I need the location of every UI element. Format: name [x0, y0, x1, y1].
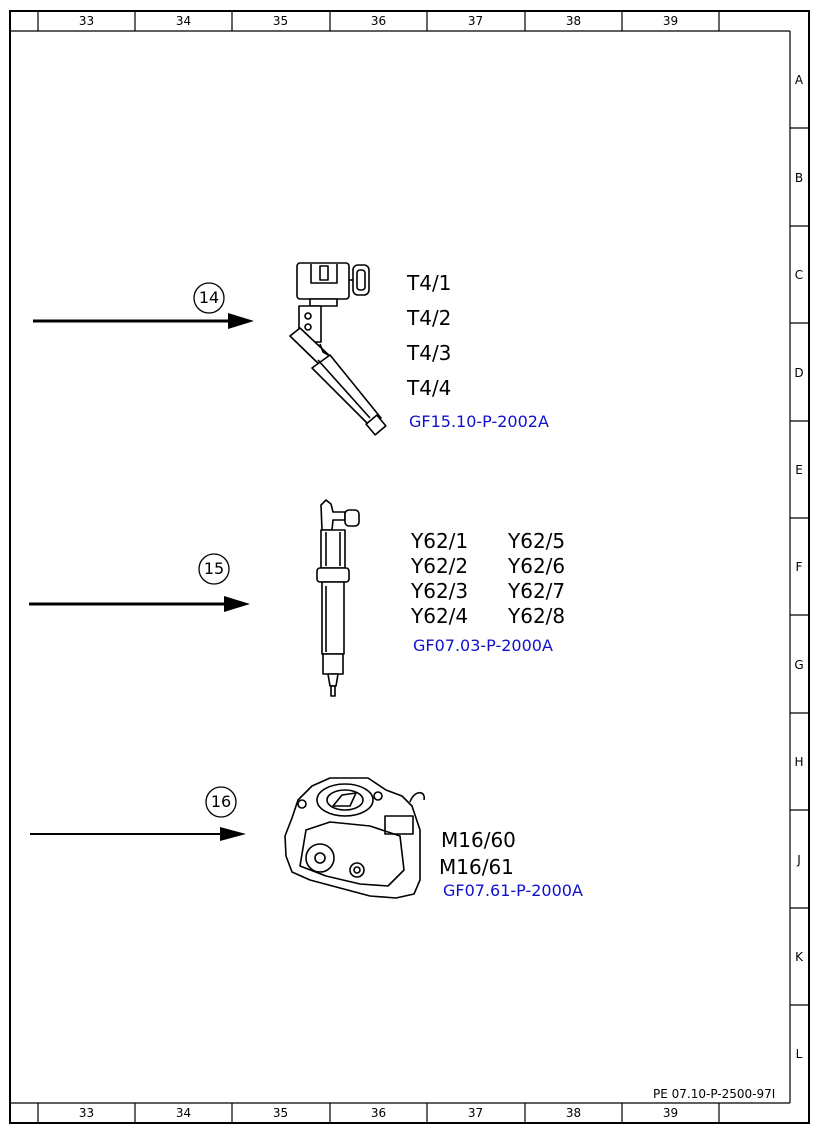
grid-col-bottom-34: 34 — [175, 1106, 192, 1120]
callout-circle-15 — [198, 553, 230, 585]
grid-row-l: L — [795, 1047, 803, 1061]
callout-number-14: 14 — [198, 288, 220, 307]
top-grid-strip — [9, 10, 790, 32]
grid-col-bottom-37: 37 — [467, 1106, 484, 1120]
grid-row-e: E — [795, 463, 803, 477]
grid-row-f: F — [795, 560, 803, 574]
grid-col-top-39: 39 — [662, 14, 679, 28]
document-code: PE 07.10-P-2500-97I — [653, 1087, 776, 1101]
part-number-y62-1: Y62/1 — [411, 529, 469, 553]
part-number-t4-4: T4/4 — [407, 376, 452, 400]
glow-plug-module-illustration — [289, 262, 387, 436]
grid-col-bottom-35: 35 — [272, 1106, 289, 1120]
grid-col-bottom-36: 36 — [370, 1106, 387, 1120]
right-grid-strip — [789, 31, 810, 1103]
drawing-frame — [9, 10, 810, 1124]
grid-col-top-34: 34 — [175, 14, 192, 28]
callout-number-16: 16 — [210, 792, 232, 811]
part-number-y62-2: Y62/2 — [411, 554, 469, 578]
callout-circle-14 — [193, 282, 225, 314]
grid-col-bottom-33: 33 — [78, 1106, 95, 1120]
grid-row-h: H — [794, 755, 804, 769]
grid-row-b: B — [794, 171, 804, 185]
part-number-t4-3: T4/3 — [407, 341, 452, 365]
actuator-illustration — [284, 777, 425, 899]
part-number-y62-6: Y62/6 — [508, 554, 566, 578]
reference-link-15[interactable]: GF07.03-P-2000A — [413, 636, 553, 655]
part-number-y62-7: Y62/7 — [508, 579, 566, 603]
grid-col-bottom-38: 38 — [565, 1106, 582, 1120]
grid-col-top-38: 38 — [565, 14, 582, 28]
part-number-t4-1: T4/1 — [407, 271, 452, 295]
grid-row-g: G — [794, 658, 804, 672]
part-number-y62-4: Y62/4 — [411, 604, 469, 628]
grid-row-k: K — [795, 950, 803, 964]
callout-number-15: 15 — [203, 559, 225, 578]
grid-col-top-33: 33 — [78, 14, 95, 28]
reference-link-14[interactable]: GF15.10-P-2002A — [409, 412, 549, 431]
grid-col-top-37: 37 — [467, 14, 484, 28]
grid-col-top-36: 36 — [370, 14, 387, 28]
arrow-14 — [33, 313, 254, 329]
arrow-15 — [29, 596, 250, 612]
grid-row-j: J — [797, 853, 801, 867]
callout-circle-16 — [205, 786, 237, 818]
grid-col-top-35: 35 — [272, 14, 289, 28]
part-number-y62-3: Y62/3 — [411, 579, 469, 603]
part-number-m16-61: M16/61 — [439, 855, 514, 879]
bottom-grid-strip — [9, 1102, 790, 1124]
part-number-y62-5: Y62/5 — [508, 529, 566, 553]
grid-row-d: D — [794, 366, 804, 380]
grid-row-c: C — [794, 268, 804, 282]
part-number-y62-8: Y62/8 — [508, 604, 566, 628]
injector-illustration — [316, 499, 360, 697]
grid-col-bottom-39: 39 — [662, 1106, 679, 1120]
arrow-16 — [30, 827, 246, 841]
part-number-m16-60: M16/60 — [441, 828, 516, 852]
part-number-t4-2: T4/2 — [407, 306, 452, 330]
grid-row-a: A — [794, 73, 804, 87]
reference-link-16[interactable]: GF07.61-P-2000A — [443, 881, 583, 900]
